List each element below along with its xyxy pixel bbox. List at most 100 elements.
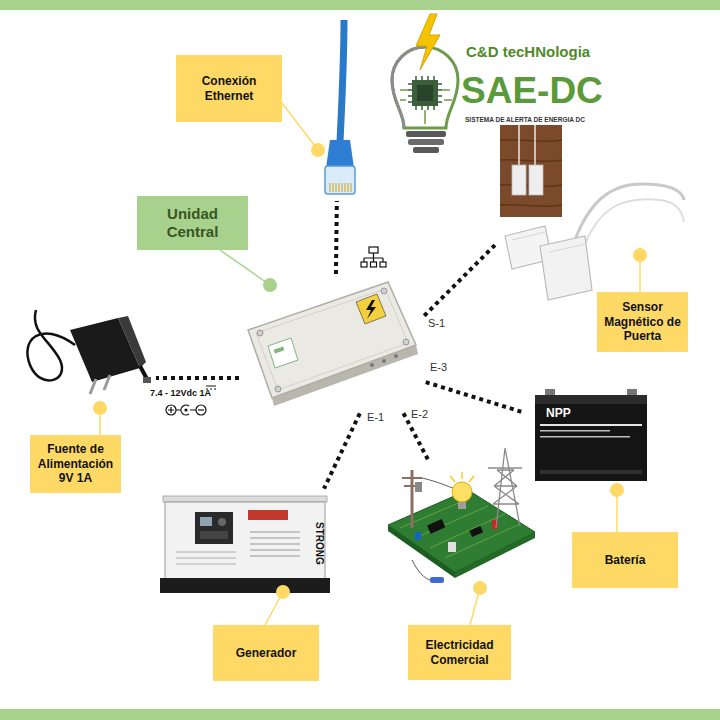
commercial-power-board-part [452, 482, 472, 502]
commercial-power-board-part [458, 502, 466, 509]
leader-line-part [93, 401, 107, 415]
commercial-power-board-part [430, 577, 444, 583]
network-icon-part [369, 247, 378, 253]
battery-part [540, 430, 610, 432]
central-unit-device-part [257, 330, 263, 336]
device-label-box: Sensor Magnético de Puerta [597, 292, 688, 352]
network-icon-part [380, 262, 386, 267]
commercial-power-board-part [415, 482, 422, 492]
power-adapter-part [90, 375, 110, 394]
unit-label-box: Unidad Central [137, 196, 248, 250]
leader-line-part [282, 103, 318, 150]
logo-bulb-part [412, 80, 438, 106]
door-sensor-part [500, 140, 562, 207]
logo-bulb-part [416, 14, 440, 70]
device-node: Unidad Central [245, 280, 420, 408]
dotted-connector [334, 201, 339, 274]
central-unit-device-part [403, 339, 409, 345]
central-unit-device-part [381, 288, 387, 294]
leader-line-part [633, 248, 647, 262]
dotted-connector [156, 376, 239, 380]
leader-line-part [610, 483, 624, 497]
door-sensor-part [585, 199, 684, 244]
generator-part [250, 532, 300, 556]
ethernet-cable-part [330, 183, 351, 192]
polarity-symbol-part [196, 405, 206, 415]
door-sensor-part [512, 232, 586, 252]
dotted-connector [324, 413, 360, 488]
leader-line-part [311, 143, 325, 157]
polarity-symbol-part [184, 408, 187, 411]
device-node: Electricidad Comercial [385, 465, 537, 580]
device-label-box: Conexión Ethernet [176, 55, 282, 122]
generator-part [200, 517, 212, 526]
logo-bulb-part [413, 147, 439, 153]
commercial-power-board [388, 448, 535, 583]
commercial-power-board-part [450, 472, 474, 482]
device-label-box: Fuente de Alimentación 9V 1A [30, 435, 121, 493]
door-sensor-part [512, 165, 526, 195]
logo-bulb-part [406, 131, 446, 137]
commercial-power-board-part [488, 448, 522, 528]
connection-label: S-1 [428, 318, 445, 329]
connection-label: E-3 [430, 362, 447, 373]
commercial-power-board-part [400, 498, 520, 558]
central-unit-device-part [268, 338, 298, 368]
generator-part [195, 512, 233, 544]
central-unit-device-part [394, 354, 398, 358]
device-marking: STRONG [314, 522, 324, 565]
battery-part [545, 389, 555, 396]
polarity-symbol-part [198, 409, 204, 410]
generator-part [176, 552, 236, 564]
central-unit-device-part [370, 363, 374, 367]
battery-part [627, 389, 637, 396]
generator-part [165, 502, 325, 579]
ethernet-cable-part [325, 166, 355, 194]
page-band-part [0, 709, 720, 720]
logo-text: SISTEMA DE ALERTA DE ENERGIA DC [465, 117, 585, 124]
logo-bulb [392, 14, 458, 153]
central-unit-device-part [366, 300, 376, 319]
leader-line [93, 103, 647, 625]
central-unit-device-part [275, 386, 281, 392]
generator-part [218, 518, 226, 526]
polarity-symbol-part [168, 407, 174, 413]
commercial-power-board-part [448, 542, 456, 552]
device-label-box: Generador [213, 625, 319, 681]
logo-text: SAE-DC [461, 72, 603, 109]
commercial-power-board-part [427, 519, 445, 534]
central-unit-device-part [356, 294, 386, 324]
generator-part [200, 531, 228, 539]
page-band-part [0, 0, 720, 10]
device-node: Batería [530, 388, 650, 483]
power-adapter-part [143, 377, 151, 383]
battery-part [540, 436, 630, 438]
device-node: Fuente de Alimentación 9V 1A [20, 305, 150, 415]
leader-line-part [473, 581, 487, 595]
connection-label: 7.4 - 12Vdc 1A [150, 389, 211, 398]
network-icon [361, 247, 386, 267]
door-sensor-part [529, 165, 543, 195]
central-unit-device-part [274, 346, 285, 353]
ethernet-cable [325, 20, 355, 194]
polarity-symbol-part [166, 405, 176, 415]
central-unit-device-part [382, 359, 386, 363]
ethernet-cable-part [340, 20, 344, 142]
leader-line-part [220, 250, 270, 285]
logo-bulb-part [408, 139, 444, 145]
battery [535, 389, 647, 481]
central-unit-device-part [248, 282, 416, 398]
device-label-box: Electricidad Comercial [408, 625, 511, 680]
device-node: Sensor Magnético de Puerta [500, 125, 682, 300]
door-sensor-part [500, 125, 562, 217]
ethernet-cable-part [326, 140, 354, 168]
device-label-box: Batería [572, 532, 678, 588]
logo-bulb-part [400, 90, 452, 124]
central-unit-device-part [256, 289, 408, 390]
network-icon-part [361, 262, 367, 267]
door-sensor [500, 125, 684, 300]
